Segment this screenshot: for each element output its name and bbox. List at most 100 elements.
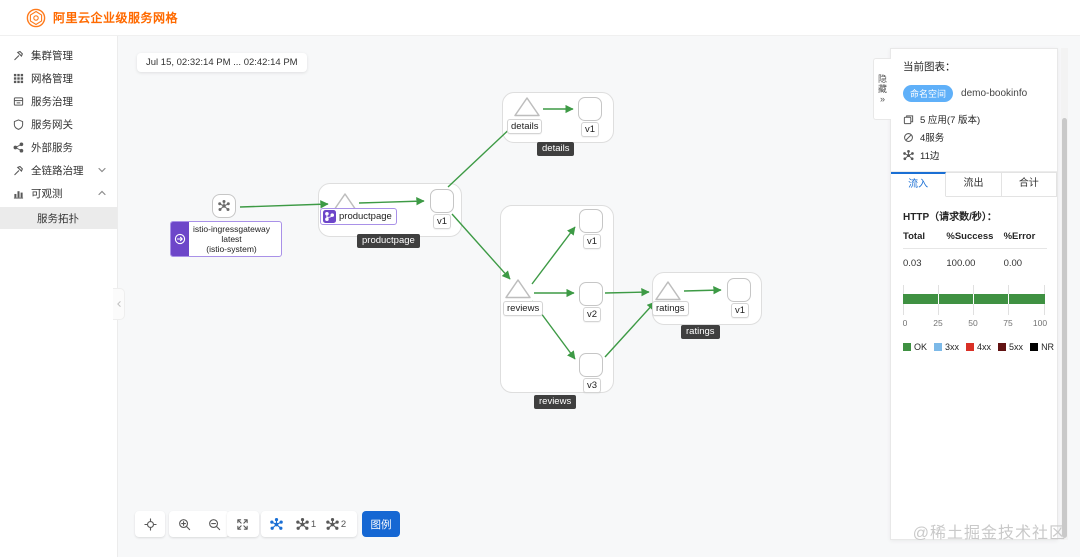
sidebar-item-service-gateway[interactable]: 服务网关 (0, 113, 117, 136)
grid-icon (13, 73, 24, 84)
version-label: v1 (433, 214, 452, 229)
panel-hide-tab[interactable]: 隐藏 » (873, 58, 891, 120)
tick-0: 0 (902, 318, 908, 328)
version-label: v1 (581, 122, 600, 137)
app-label: ratings (652, 301, 689, 316)
stat-apps-label: 5 应用(7 版本) (920, 115, 981, 126)
layout-2-button[interactable]: 2 (321, 511, 351, 537)
chart-legend: OK 3xx 4xx 5xx NR (903, 342, 1054, 352)
sidebar-item-label: 外部服务 (31, 142, 73, 154)
summary-panel: 当前图表： 命名空间 demo-bookinfo 5 应用(7 版本) 4服务 … (890, 48, 1058, 540)
toolbar-group-center (135, 511, 165, 537)
sidebar-item-observability[interactable]: 可观测 (0, 182, 117, 205)
node-reviews-v2[interactable] (579, 282, 603, 306)
fullscreen-button[interactable] (227, 511, 257, 537)
legend-button[interactable]: 图例 (362, 511, 400, 537)
stat-edges-label: 11边 (920, 151, 940, 162)
col-total: Total (903, 231, 925, 242)
group-badge-reviews: reviews (534, 395, 577, 409)
sidebar-item-fulllink-governance[interactable]: 全链路治理 (0, 159, 117, 182)
gateway-version: latest (221, 234, 242, 244)
gateway-badge-block (171, 222, 189, 256)
legend-nr-swatch (1030, 343, 1039, 351)
val-total: 0.03 (903, 258, 922, 269)
sidebar-item-mesh-mgmt[interactable]: 网格管理 (0, 67, 117, 90)
toolbar-group-layout: 1 2 (261, 511, 357, 537)
gateway-circle-arrow-icon (174, 233, 186, 245)
divider (891, 171, 1057, 172)
tick-75: 75 (1003, 318, 1013, 328)
sidebar-item-service-topology[interactable]: 服务拓扑 (0, 207, 117, 229)
sidebar-item-cluster-mgmt[interactable]: 集群管理 (0, 44, 117, 67)
edges-icon (903, 150, 914, 161)
chart-axis-ticks: 0 25 50 75 100 (902, 318, 1047, 330)
sidebar-subitem-label: 服务拓扑 (37, 212, 79, 225)
sidebar-item-external-services[interactable]: 外部服务 (0, 136, 117, 159)
zoom-in-button[interactable] (169, 511, 199, 537)
tab-outbound[interactable]: 流出 (946, 172, 1002, 197)
namespace-row: 命名空间 demo-bookinfo (903, 85, 1047, 102)
http-rate-title: HTTP（请求数/秒）： (903, 212, 997, 223)
legend-4xx-label: 4xx (977, 342, 992, 352)
tracing-icon (13, 165, 24, 176)
node-reviews-app[interactable] (504, 277, 532, 301)
external-icon (13, 142, 24, 153)
group-badge-ratings: ratings (681, 325, 720, 339)
services-icon (903, 132, 914, 143)
double-chevron-right-icon: » (879, 94, 885, 104)
layout-mesh-icon (296, 518, 309, 531)
http-status-bar-chart (903, 285, 1045, 315)
node-productpage-v1[interactable] (430, 189, 454, 213)
app-label-text: productpage (339, 211, 392, 222)
sidebar-collapse-handle[interactable] (113, 288, 125, 320)
cluster-icon (13, 50, 24, 61)
sidebar-item-label: 服务网关 (31, 119, 73, 131)
chevron-down-icon (97, 165, 107, 175)
panel-title: 当前图表： (903, 61, 956, 73)
panel-scrollbar-thumb[interactable] (1062, 118, 1067, 538)
sidebar-item-label: 服务治理 (31, 96, 73, 108)
asm-logo-icon (26, 8, 46, 27)
stat-apps: 5 应用(7 版本) (903, 112, 1047, 126)
node-reviews-v1[interactable] (579, 209, 603, 233)
legend-4xx-swatch (966, 343, 975, 351)
layout-mesh-icon (270, 518, 283, 531)
app-label: details (507, 119, 543, 134)
legend-3xx-label: 3xx (945, 342, 960, 352)
tab-total[interactable]: 合计 (1001, 172, 1057, 197)
toolbar-group-zoom (169, 511, 229, 537)
node-ratings-app[interactable] (654, 279, 682, 303)
node-details-app[interactable] (513, 95, 541, 119)
group-badge-details: details (537, 142, 575, 156)
layout-1-button[interactable]: 1 (291, 511, 321, 537)
version-label: v1 (731, 303, 750, 318)
sidebar-item-service-governance[interactable]: 服务治理 (0, 90, 117, 113)
apps-icon (903, 114, 914, 125)
version-label: v1 (583, 234, 602, 249)
node-reviews-v3[interactable] (579, 353, 603, 377)
node-details-v1[interactable] (578, 97, 602, 121)
legend-5xx-swatch (998, 343, 1007, 351)
center-graph-button[interactable] (135, 511, 165, 537)
layout-default-button[interactable] (261, 511, 291, 537)
tab-inbound[interactable]: 流入 (891, 172, 947, 197)
val-error: 0.00 (1003, 258, 1023, 269)
time-range-chip: Jul 15, 02:32:14 PM ... 02:42:14 PM (137, 53, 307, 72)
tick-25: 25 (933, 318, 943, 328)
chevron-left-icon (116, 301, 121, 307)
group-badge-productpage: productpage (357, 234, 420, 248)
gateway-label: istio-ingressgateway latest (istio-syste… (170, 221, 282, 257)
layout-mesh-icon (326, 518, 339, 531)
legend-3xx-swatch (934, 343, 943, 351)
node-istio-ingressgateway[interactable] (212, 194, 236, 218)
gateway-name: istio-ingressgateway (193, 224, 271, 234)
toolbar-group-fullscreen (227, 511, 259, 537)
observe-icon (13, 188, 24, 199)
namespace-value: demo-bookinfo (961, 88, 1028, 99)
sidebar-nav: 集群管理 网格管理 服务治理 服务网关 外部服务 全链路治理 可观测 服务拓扑 (0, 36, 118, 557)
col-error: %Error (1003, 231, 1036, 242)
node-ratings-v1[interactable] (727, 278, 751, 302)
zoom-out-button[interactable] (199, 511, 229, 537)
expand-icon (236, 518, 249, 531)
col-success: %Success (946, 231, 994, 242)
